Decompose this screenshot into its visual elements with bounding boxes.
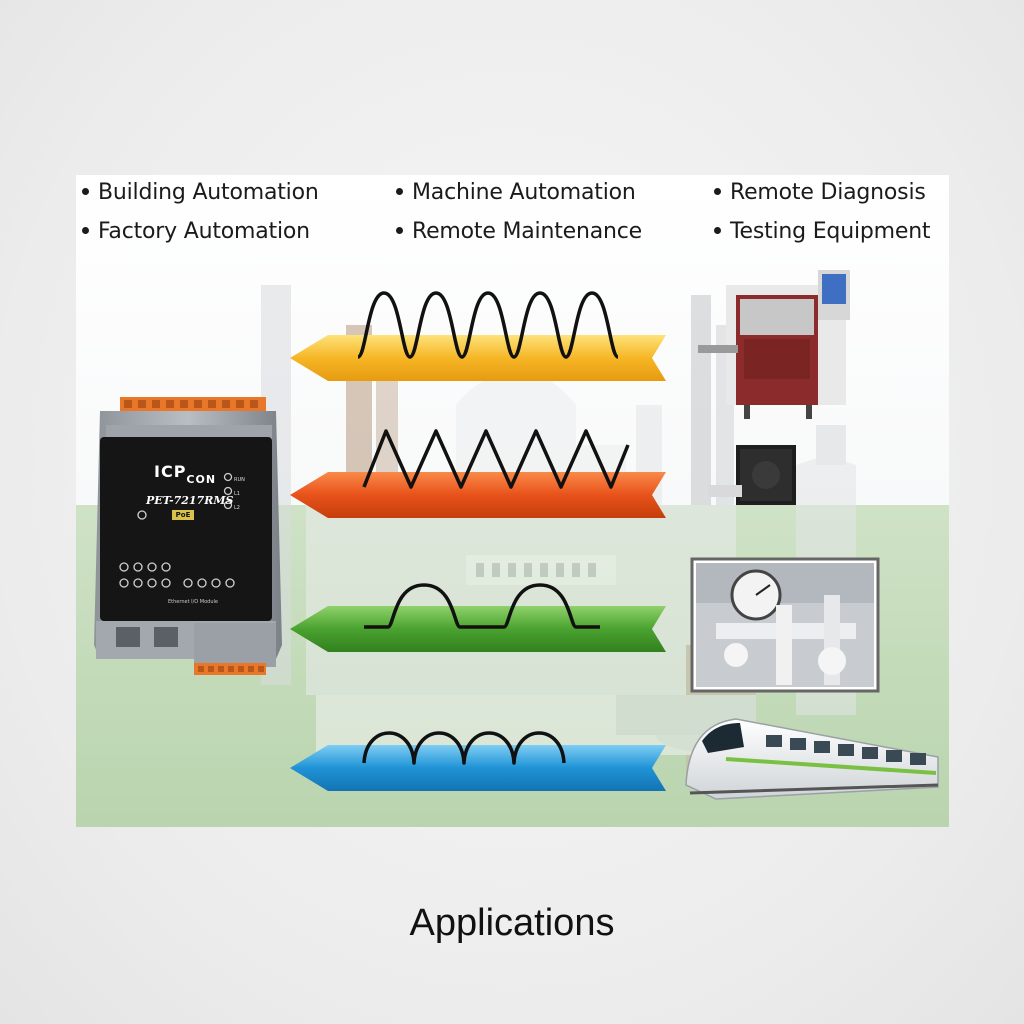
bullet-icon [396, 226, 403, 234]
bullet-icon [714, 226, 721, 234]
device-footer: Ethernet I/O Module [168, 599, 218, 605]
signal-arrow-triangle [290, 429, 666, 518]
application-list: Building Automation Factory Automation M… [76, 175, 949, 275]
application-item: Factory Automation [82, 219, 310, 244]
signal-arrow-pulse [290, 291, 666, 381]
device-model: PET-7217RMS [146, 494, 234, 507]
application-item: Remote Diagnosis [714, 180, 926, 205]
bullet-icon [82, 226, 89, 234]
led-label-l1: L1 [234, 491, 240, 497]
signal-arrow-half-sine [290, 731, 666, 791]
device-brand-bottom: CON [186, 473, 217, 486]
train-image [685, 718, 939, 800]
application-item: Remote Maintenance [396, 219, 642, 244]
application-item: Building Automation [82, 180, 319, 205]
device-badge: PoE [172, 510, 194, 520]
device-brand: ICPCON [154, 462, 216, 486]
page-caption: Applications [409, 902, 615, 944]
bullet-icon [396, 187, 403, 195]
signal-arrow-trapezoid [290, 583, 666, 652]
led-label-l2: L2 [234, 505, 240, 511]
bullet-icon [82, 187, 89, 195]
device-led-labels: RUN L1 L2 [234, 473, 245, 515]
device-brand-top: ICP [154, 462, 187, 481]
stepper-motor-image [708, 445, 796, 505]
bullet-icon [714, 187, 721, 195]
application-item: Testing Equipment [714, 219, 931, 244]
industrial-scene [76, 175, 949, 827]
pressure-gauge-image [690, 557, 880, 693]
applications-panel: ICPCON PET-7217RMS PoE RUN L1 L2 Etherne… [76, 175, 949, 827]
application-item: Machine Automation [396, 180, 636, 205]
led-label-run: RUN [234, 477, 245, 483]
io-module-device [94, 397, 282, 675]
testing-machine-image [698, 270, 850, 419]
